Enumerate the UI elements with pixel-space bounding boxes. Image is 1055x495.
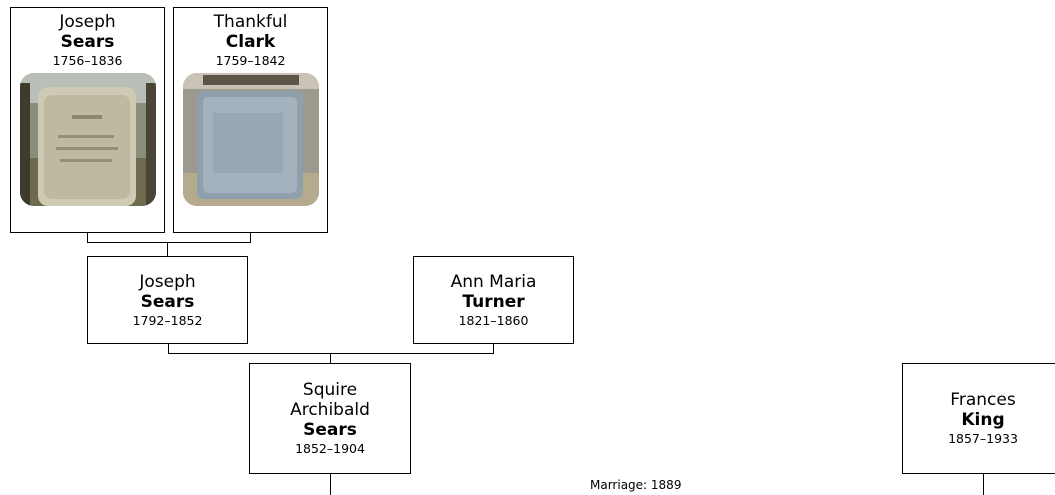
connector-line bbox=[87, 233, 88, 242]
person-joseph-sears-1756[interactable]: Joseph Sears 1756–1836 bbox=[10, 7, 165, 233]
marriage-label: Marriage: 1889 bbox=[590, 478, 681, 492]
surname: Sears bbox=[141, 292, 195, 312]
given-name-first: Squire bbox=[303, 380, 357, 400]
gravestone-photo bbox=[20, 73, 156, 206]
surname: Sears bbox=[303, 420, 357, 440]
surname: Turner bbox=[462, 292, 524, 312]
person-squire-archibald-sears[interactable]: Squire Archibald Sears 1852–1904 bbox=[249, 363, 411, 474]
person-thankful-clark[interactable]: Thankful Clark 1759–1842 bbox=[173, 7, 328, 233]
life-dates: 1821–1860 bbox=[459, 313, 529, 329]
surname: Sears bbox=[61, 32, 115, 52]
connector-line bbox=[250, 233, 251, 242]
life-dates: 1852–1904 bbox=[295, 441, 365, 457]
connector-line bbox=[167, 242, 168, 256]
connector-line bbox=[87, 242, 251, 243]
person-ann-maria-turner[interactable]: Ann Maria Turner 1821–1860 bbox=[413, 256, 574, 344]
connector-line bbox=[168, 353, 494, 354]
life-dates: 1792–1852 bbox=[133, 313, 203, 329]
connector-line bbox=[330, 474, 331, 495]
given-name: Frances bbox=[950, 390, 1015, 410]
person-frances-king[interactable]: Frances King 1857–1933 bbox=[902, 363, 1055, 474]
connector-line bbox=[168, 344, 169, 353]
surname: Clark bbox=[226, 32, 275, 52]
given-name: Joseph bbox=[59, 12, 115, 32]
life-dates: 1857–1933 bbox=[948, 431, 1018, 447]
connector-line bbox=[983, 474, 984, 495]
life-dates: 1756–1836 bbox=[53, 53, 123, 69]
connector-line bbox=[493, 344, 494, 353]
given-name: Joseph bbox=[139, 272, 195, 292]
surname: King bbox=[961, 410, 1004, 430]
given-name: Ann Maria bbox=[451, 272, 537, 292]
connector-line bbox=[330, 353, 331, 363]
gravestone-photo bbox=[183, 73, 319, 206]
given-name: Thankful bbox=[214, 12, 288, 32]
person-joseph-sears-1792[interactable]: Joseph Sears 1792–1852 bbox=[87, 256, 248, 344]
given-name-middle: Archibald bbox=[290, 400, 370, 420]
life-dates: 1759–1842 bbox=[216, 53, 286, 69]
